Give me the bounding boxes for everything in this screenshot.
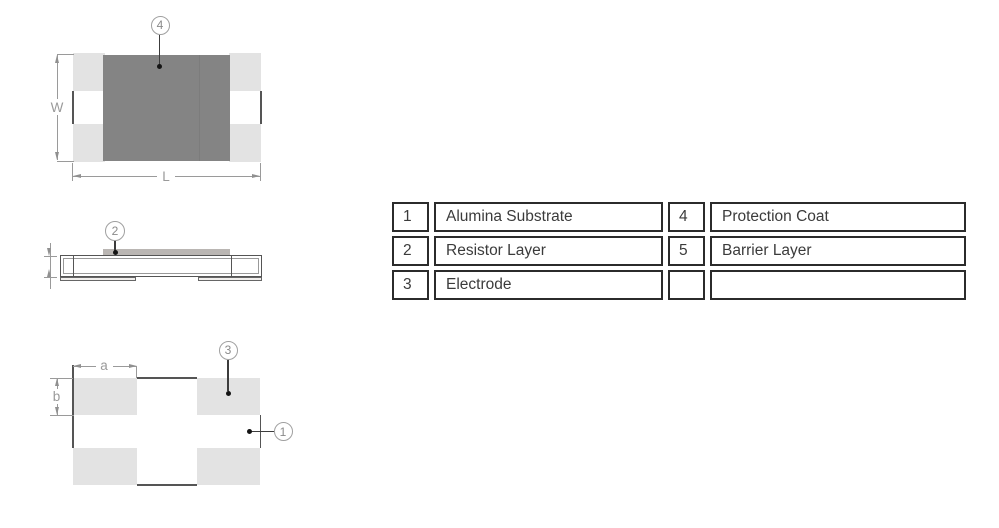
a-extension-right [136,366,138,378]
w-dimension-label: W [48,99,66,115]
legend-item-label: Barrier Layer [710,236,966,266]
callout-4-dot [157,64,163,69]
legend-table: 1 Alumina Substrate 4 Protection Coat 2 … [392,202,966,300]
b-dimension-label: b [48,389,65,404]
substrate-top-edge [137,377,197,379]
b-arrow-down [54,407,59,415]
callout-1-balloon: 1 [273,422,293,441]
l-extension-right [259,163,261,181]
thickness-arrow-up [47,269,52,277]
b-extension-top [50,377,73,379]
protection-coat-area [103,55,230,161]
substrate-bottom-edge [137,484,197,486]
top-view-termination-pad [73,124,105,162]
w-arrow-up [54,55,59,63]
w-extension-bottom [56,160,74,162]
a-arrow-left [73,363,81,368]
bottom-view-electrode-pad [197,448,260,485]
callout-4-balloon: 4 [150,15,170,35]
bottom-view-electrode-pad [73,448,137,485]
thickness-extension-bottom [43,276,57,278]
a-arrow-right [129,363,137,368]
legend-item-label: Alumina Substrate [434,202,663,232]
legend-item-number: 2 [392,236,429,266]
body-right-edge [260,91,262,124]
l-extension-left [72,163,74,181]
resistor-layer-strip [103,249,230,256]
legend-item-number: 3 [392,270,429,300]
thickness-arrow-down [47,248,52,256]
protection-coat-seam [199,55,200,161]
legend-item-label: Resistor Layer [434,236,663,266]
substrate-body-outline [60,254,262,277]
b-arrow-up [54,378,59,386]
a-dimension-label: a [95,358,113,373]
callout-3-leader [227,360,229,391]
legend-item-number: 5 [668,236,705,266]
substrate-body-inner-line [63,257,259,274]
bottom-electrode-tab-left [60,277,136,281]
legend-item-number: 1 [392,202,429,232]
legend-item-label-empty [710,270,966,300]
callout-3-dot [225,390,231,396]
callout-2-balloon: 2 [105,221,125,241]
bottom-view-electrode-pad [73,378,137,415]
callout-3-balloon: 3 [218,340,238,360]
top-view-termination-pad [73,53,105,91]
callout-4-leader [159,35,161,65]
substrate-left-edge [72,365,74,448]
l-arrow-right [252,173,260,178]
callout-1-leader [250,430,274,433]
l-arrow-left [73,173,81,178]
callout-2-dot [112,249,118,255]
legend-item-label: Protection Coat [710,202,966,232]
w-arrow-down [54,152,59,160]
legend-item-number-empty [668,270,705,300]
bottom-electrode-tab-right [198,277,262,281]
callout-2-leader [114,241,116,251]
w-extension-top [56,54,74,55]
b-extension-bottom [50,414,74,416]
end-cap-divider-left [72,255,74,277]
body-left-edge [72,91,74,124]
thickness-dimension-line [49,243,51,289]
top-view-termination-pad [229,124,261,162]
thickness-extension-top [43,255,57,257]
l-dimension-label: L [157,168,175,184]
end-cap-divider-right [230,255,232,277]
callout-1-dot [246,429,252,434]
legend-item-number: 4 [668,202,705,232]
legend-item-label: Electrode [434,270,663,300]
top-view-termination-pad [229,53,261,91]
